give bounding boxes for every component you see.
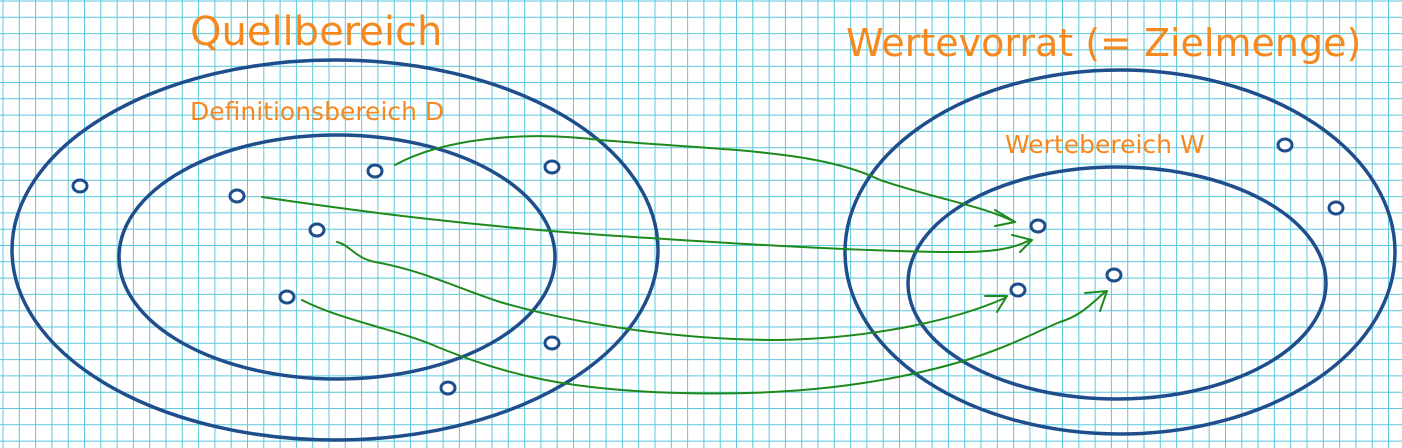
mapping-arrow-3-head (984, 295, 1008, 313)
codomain-point-outside-1 (1276, 137, 1294, 153)
source-point-outside-2 (543, 159, 561, 175)
mapping-arrow-3 (336, 241, 1006, 341)
domain-point-4 (278, 289, 296, 305)
mapping-arrow-1 (394, 135, 1016, 223)
source-point-outside-4 (439, 380, 457, 396)
domain-point-1 (366, 163, 384, 179)
mapping-arrow-2 (261, 196, 1031, 253)
domain-point-3 (308, 222, 326, 238)
mapping-arrow-4 (301, 291, 1106, 395)
mapping-arrow-2-head (1011, 234, 1033, 253)
source-set-ellipse (10, 58, 660, 442)
mapping-arrows (261, 135, 1108, 395)
mapping-arrow-1-head (994, 209, 1016, 227)
mapping-arrow-4-head (1084, 290, 1108, 312)
points (71, 137, 1345, 396)
range-set-ellipse (906, 165, 1328, 401)
codomain-label: Wertevorrat (= Zielmenge) (846, 21, 1362, 65)
domain-label: Definitionsbereich D (190, 97, 445, 126)
domain-point-2 (228, 188, 246, 204)
codomain-point-outside-2 (1327, 200, 1345, 216)
domain-set-ellipse (117, 133, 557, 381)
source-point-outside-1 (71, 178, 89, 194)
range-point-1 (1029, 218, 1047, 234)
source-point-outside-3 (543, 335, 561, 351)
codomain-set-ellipse (843, 68, 1397, 436)
range-label: Wertebereich W (1005, 130, 1205, 159)
range-point-2 (1009, 282, 1027, 298)
source-set-label: Quellbereich (190, 9, 443, 55)
range-point-3 (1105, 267, 1123, 283)
